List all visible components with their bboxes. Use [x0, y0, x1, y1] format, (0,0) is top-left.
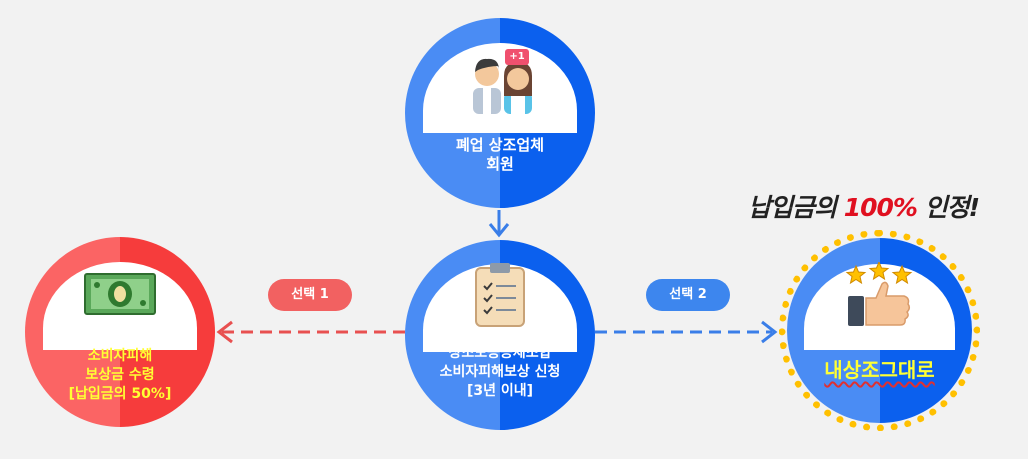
top-node-line1: 폐업 상조업체: [455, 136, 545, 154]
arrow-head-right: [761, 320, 778, 344]
node-keep-sangjo: 내상조그대로: [787, 238, 972, 423]
node-receive-compensation: 소비자피해 보상금 수령 [납입금의 50%]: [25, 237, 215, 427]
center-node-line3: [3년 이내]: [466, 383, 534, 399]
center-node-label: 상조보증공제조합 소비자피해보상 신청 [3년 이내]: [405, 344, 595, 401]
left-node-label: 소비자피해 보상금 수령 [납입금의 50%]: [25, 347, 215, 404]
headline-prefix: 납입금의: [748, 193, 844, 222]
headline: 납입금의 100% 인정!: [748, 188, 980, 224]
gold-dotted-ring: [779, 230, 980, 431]
headline-highlight: 100%: [843, 193, 918, 222]
clipboard-checklist-icon: [474, 262, 526, 328]
couple-icon: [468, 48, 538, 114]
node-closed-company-member: +1 폐업 상조업체 회원: [405, 18, 595, 208]
choice-2-pill: 선택 2: [646, 279, 730, 311]
left-node-line3: [납입금의 50%]: [68, 386, 172, 402]
arrow-head-down: [488, 223, 510, 238]
right-node-label: 내상조그대로: [824, 358, 935, 382]
choice-1-pill: 선택 1: [268, 279, 352, 311]
top-node-line2: 회원: [486, 155, 514, 173]
center-node-line2: 소비자피해보상 신청: [439, 364, 561, 380]
left-node-line2: 보상금 수령: [85, 367, 155, 383]
arrow-head-left: [216, 320, 233, 344]
left-node-line1: 소비자피해: [87, 348, 153, 364]
top-node-label: 폐업 상조업체 회원: [405, 136, 595, 174]
thumbs-up-stars-icon: [842, 260, 922, 330]
node-compensation-application: 상조보증공제조합 소비자피해보상 신청 [3년 이내]: [405, 240, 595, 430]
money-bill-icon: [84, 273, 156, 315]
center-node-line1: 상조보증공제조합: [448, 345, 552, 361]
headline-suffix: 인정!: [916, 193, 980, 222]
new-member-badge: +1: [505, 49, 529, 65]
